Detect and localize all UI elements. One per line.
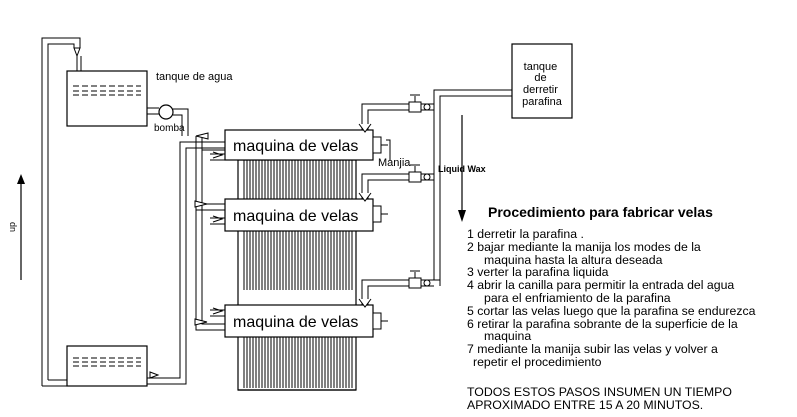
step-line: 5 cortar las velas luego que la parafina… (467, 303, 756, 318)
left-manifold (194, 132, 225, 331)
step-line: 7 mediante la manija subir las velas y v… (467, 342, 718, 357)
step-line: 6 retirar la parafina sobrante de la sup… (467, 316, 738, 331)
step-line: maquina (484, 329, 532, 344)
step-line: repetir el procedimiento (473, 354, 602, 369)
water-tank-label: tanque de agua (156, 71, 233, 83)
step-line: 1 derretir la parafina . (467, 227, 584, 241)
bottom-tank (66, 141, 225, 387)
pump (147, 104, 189, 136)
time-note-line: APROXIMADO ENTRE 15 A 20 MINUTOS. (467, 398, 704, 412)
handle-icon (381, 139, 391, 322)
time-note-line: TODOS ESTOS PASOS INSUMEN UN TIEMPO (467, 385, 732, 399)
candle-molds (243, 160, 353, 388)
step-line: 2 bajar mediante la manija los modes de … (467, 239, 701, 254)
procedure-title: Procedimiento para fabricar velas (488, 204, 713, 220)
machine-3-label: maquina de velas (233, 314, 358, 331)
melt-tank (511, 43, 573, 119)
machine-1 (224, 129, 382, 161)
machine-2-label: maquina de velas (233, 208, 358, 225)
procedure-steps: 1 derretir la parafina . 2 bajar mediant… (467, 228, 795, 369)
water-tank (66, 47, 148, 127)
liquid-wax-label: Liquid Wax (438, 164, 486, 174)
step-line: 3 verter la parafina liquida (467, 265, 609, 280)
melt-tank-label-2: de (534, 72, 546, 84)
melt-tank-label-3: derretir (523, 84, 558, 96)
time-note: TODOS ESTOS PASOS INSUMEN UN TIEMPO APRO… (467, 386, 732, 412)
machine-1-label: maquina de velas (233, 138, 358, 155)
step-line: maquina hasta la altura deseada (484, 252, 663, 267)
melt-tank-label-1: tanque (524, 61, 558, 73)
liquid-wax-arrow (458, 115, 466, 222)
valve-icon (408, 94, 431, 289)
handle-label: Manjia (378, 157, 411, 169)
step-line: 4 abrir la canilla para permitir la entr… (467, 278, 735, 293)
pump-label: bomba (154, 123, 185, 134)
return-pipe (41, 37, 81, 387)
up-arrow (17, 174, 25, 280)
machine-3 (224, 304, 382, 338)
step-line: para el enfriamiento de la parafina (484, 290, 671, 305)
machine-2 (224, 198, 382, 232)
melt-tank-label-4: parafina (522, 96, 563, 108)
svg-text:tanque de derretir: tanque de derretir parafina (522, 61, 563, 108)
up-label: up (7, 222, 17, 232)
